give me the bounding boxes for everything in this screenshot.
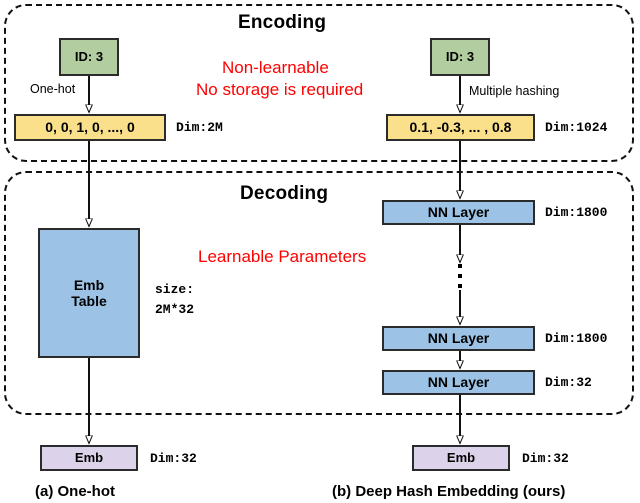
left-vector-box: 0, 0, 1, 0, ..., 0: [14, 114, 166, 141]
left-edge-label-one-hot: One-hot: [30, 82, 76, 96]
left-output-emb-box: Emb: [40, 445, 138, 471]
right-output-emb-box: Emb: [412, 445, 510, 471]
nn-layer-box-1: NN Layer: [382, 200, 535, 225]
nn-layer-dim-label-3: Dim:32: [545, 375, 592, 390]
emb-table-label-line-1: Emb: [73, 276, 105, 293]
caption-b: (b) Deep Hash Embedding (ours): [332, 483, 566, 500]
nn-layer-box-2: NN Layer: [382, 326, 535, 351]
nn-layer-box-3: NN Layer: [382, 370, 535, 395]
right-vector-dim-label: Dim:1024: [545, 120, 608, 135]
encoding-panel-title: Encoding: [238, 12, 327, 33]
nn-layer-dim-label-2: Dim:1800: [545, 331, 608, 346]
emb-table-label-line-2: Table: [71, 293, 107, 309]
right-id-box: ID: 3: [430, 38, 490, 76]
left-vector-dim-label: Dim:2M: [176, 120, 223, 135]
encoding-note-line-2: No storage is required: [196, 80, 364, 99]
layers-ellipsis: [457, 264, 462, 288]
left-output-dim-label: Dim:32: [150, 451, 197, 466]
right-output-dim-label: Dim:32: [522, 451, 569, 466]
right-edge-label-multiple-hashing: Multiple hashing: [469, 84, 560, 98]
encoding-panel: [4, 4, 634, 162]
decoding-note-learnable: Learnable Parameters: [198, 247, 367, 266]
emb-table-box: Emb Table: [38, 228, 140, 358]
right-vector-box: 0.1, -0.3, ... , 0.8: [386, 114, 535, 141]
decoding-panel: [4, 171, 634, 415]
encoding-note-line-1: Non-learnable: [222, 58, 329, 77]
decoding-panel-title: Decoding: [240, 183, 329, 204]
caption-a: (a) One-hot: [35, 483, 115, 500]
nn-layer-dim-label-1: Dim:1800: [545, 205, 608, 220]
left-id-box: ID: 3: [59, 38, 119, 76]
emb-table-size-label-line-2: 2M*32: [155, 302, 195, 317]
emb-table-size-label-line-1: size:: [155, 282, 195, 297]
